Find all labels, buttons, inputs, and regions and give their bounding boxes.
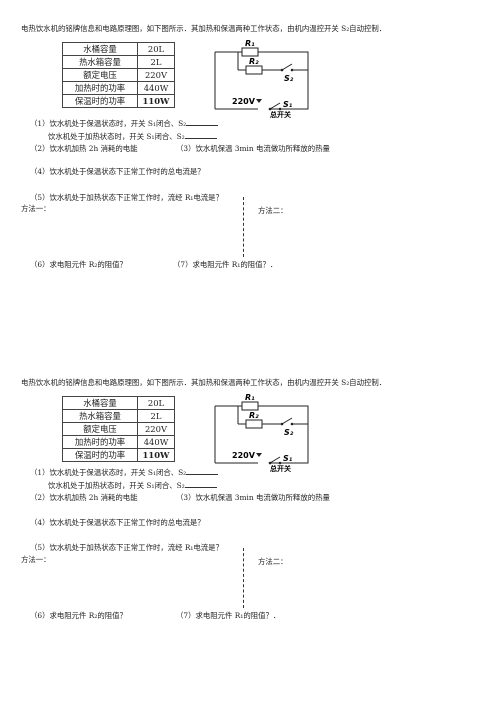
resistor-r1-icon (241, 47, 259, 57)
switch-contact-icon (268, 107, 272, 111)
question-2: （2）饮水机加热 2h 消耗的电能 (30, 493, 138, 502)
table-row: 额定电压 220V (62, 68, 175, 82)
spec-label: 水桶容量 (62, 396, 138, 410)
question-1a: （1）饮水机处于保温状态时，开关 S₁闭合、S₂ (30, 467, 219, 477)
table-row: 水桶容量 20L (62, 396, 175, 410)
spec-label: 保温时的功率 (62, 94, 138, 108)
resistor-r2-icon (245, 65, 263, 75)
answer-blank[interactable] (186, 118, 219, 126)
label-s2: S₂ (284, 428, 294, 437)
question-7: （7）求电阻元件 R₁的阻值？． (173, 260, 278, 269)
spec-label: 热水箱容量 (62, 55, 138, 69)
method-one-label: 方法一： (21, 204, 51, 213)
label-r2: R₂ (249, 57, 259, 66)
switch-s2-icon (281, 63, 293, 71)
spec-value: 20L (137, 42, 175, 56)
circuit-wire (214, 405, 309, 464)
label-voltage: 220V (232, 97, 256, 106)
question-1b: 饮水机处于加热状态时，开关 S₁闭合、S₂ (48, 131, 217, 141)
spec-value: 110W (137, 448, 175, 462)
method-one-label: 方法一： (21, 555, 51, 564)
label-voltage: 220V (232, 451, 256, 460)
table-row: 热水箱容量 2L (62, 409, 175, 423)
question-3: （3）饮水机保温 3min 电流做功所释放的热量 (176, 144, 330, 153)
answer-blank[interactable] (184, 480, 217, 488)
spec-table: 水桶容量 20L 热水箱容量 2L 额定电压 220V 加热时的功率 440W … (62, 42, 175, 108)
label-s1: S₁ (283, 100, 293, 109)
switch-s2-icon (281, 417, 293, 425)
label-r1: R₁ (245, 393, 255, 402)
table-row: 热水箱容量 2L (62, 55, 175, 69)
label-main-switch: 总开关 (270, 464, 291, 472)
answer-blank[interactable] (186, 467, 219, 475)
label-r1: R₁ (245, 39, 255, 48)
circuit-wire (214, 51, 309, 110)
intro-text: 电热饮水机的铭牌信息和电路原理图，如下图所示．其加热和保温两种工作状态，由机内温… (21, 24, 387, 33)
question-7: （7）求电阻元件 R₁的阻值？． (176, 611, 281, 620)
spec-label: 加热时的功率 (62, 81, 138, 95)
label-s1: S₁ (283, 454, 293, 463)
switch-s1-icon (269, 456, 281, 464)
method-two-label: 方法二： (258, 557, 288, 566)
table-row: 加热时的功率 440W (62, 81, 175, 95)
table-row: 保温时的功率 110W (62, 94, 175, 108)
spec-label: 额定电压 (62, 422, 138, 436)
table-row: 水桶容量 20L (62, 42, 175, 56)
switch-s1-icon (269, 102, 281, 110)
question-5: （5）饮水机处于加热状态下正常工作时，流经 R₁电流是？ (30, 193, 223, 202)
circuit-diagram: R₁ R₂ S₂ 220V S₁ 总开关 (214, 39, 309, 118)
switch-contact-icon (290, 68, 294, 72)
switch-contact-icon (278, 461, 282, 465)
question-4: （4）饮水机处于保温状态下正常工作时的总电流是？ (30, 167, 205, 176)
table-row: 额定电压 220V (62, 422, 175, 436)
question-6: （6）求电阻元件 R₂的阻值？ (30, 260, 127, 269)
question-2: （2）饮水机加热 2h 消耗的电能 (30, 144, 138, 153)
label-s2: S₂ (284, 74, 294, 83)
method-divider (243, 548, 244, 608)
question-5: （5）饮水机处于加热状态下正常工作时，流经 R₁电流是？ (30, 543, 223, 552)
switch-contact-icon (268, 461, 272, 465)
spec-value: 2L (137, 409, 175, 423)
intro-text: 电热饮水机的铭牌信息和电路原理图，如下图所示．其加热和保温两种工作状态，由机内温… (21, 378, 387, 387)
spec-table: 水桶容量 20L 热水箱容量 2L 额定电压 220V 加热时的功率 440W … (62, 396, 175, 462)
plug-icon (256, 99, 262, 103)
spec-label: 热水箱容量 (62, 409, 138, 423)
switch-contact-icon (280, 422, 284, 426)
spec-value: 440W (137, 81, 175, 95)
question-3: （3）饮水机保温 3min 电流做功所释放的热量 (176, 493, 330, 502)
plug-icon (256, 453, 262, 457)
method-two-label: 方法二： (258, 206, 288, 215)
question-1b: 饮水机处于加热状态时，开关 S₁闭合、S₂ (48, 480, 217, 490)
question-4: （4）饮水机处于保温状态下正常工作时的总电流是？ (30, 518, 205, 527)
spec-value: 440W (137, 435, 175, 449)
switch-contact-icon (290, 422, 294, 426)
label-r2: R₂ (249, 411, 259, 420)
spec-value: 20L (137, 396, 175, 410)
switch-contact-icon (278, 107, 282, 111)
resistor-r1-icon (241, 401, 259, 411)
spec-value: 2L (137, 55, 175, 69)
spec-label: 额定电压 (62, 68, 138, 82)
spec-value: 220V (137, 422, 175, 436)
method-divider (243, 197, 244, 257)
circuit-diagram: R₁ R₂ S₂ 220V S₁ 总开关 (214, 393, 309, 472)
spec-value: 110W (137, 94, 175, 108)
spec-label: 保温时的功率 (62, 448, 138, 462)
table-row: 加热时的功率 440W (62, 435, 175, 449)
question-1a: （1）饮水机处于保温状态时，开关 S₁闭合、S₂ (30, 118, 219, 128)
question-6: （6）求电阻元件 R₂的阻值？ (30, 611, 127, 620)
spec-value: 220V (137, 68, 175, 82)
answer-blank[interactable] (184, 131, 217, 139)
spec-label: 水桶容量 (62, 42, 138, 56)
spec-label: 加热时的功率 (62, 435, 138, 449)
resistor-r2-icon (245, 419, 263, 429)
table-row: 保温时的功率 110W (62, 448, 175, 462)
switch-contact-icon (280, 68, 284, 72)
label-main-switch: 总开关 (270, 110, 291, 118)
